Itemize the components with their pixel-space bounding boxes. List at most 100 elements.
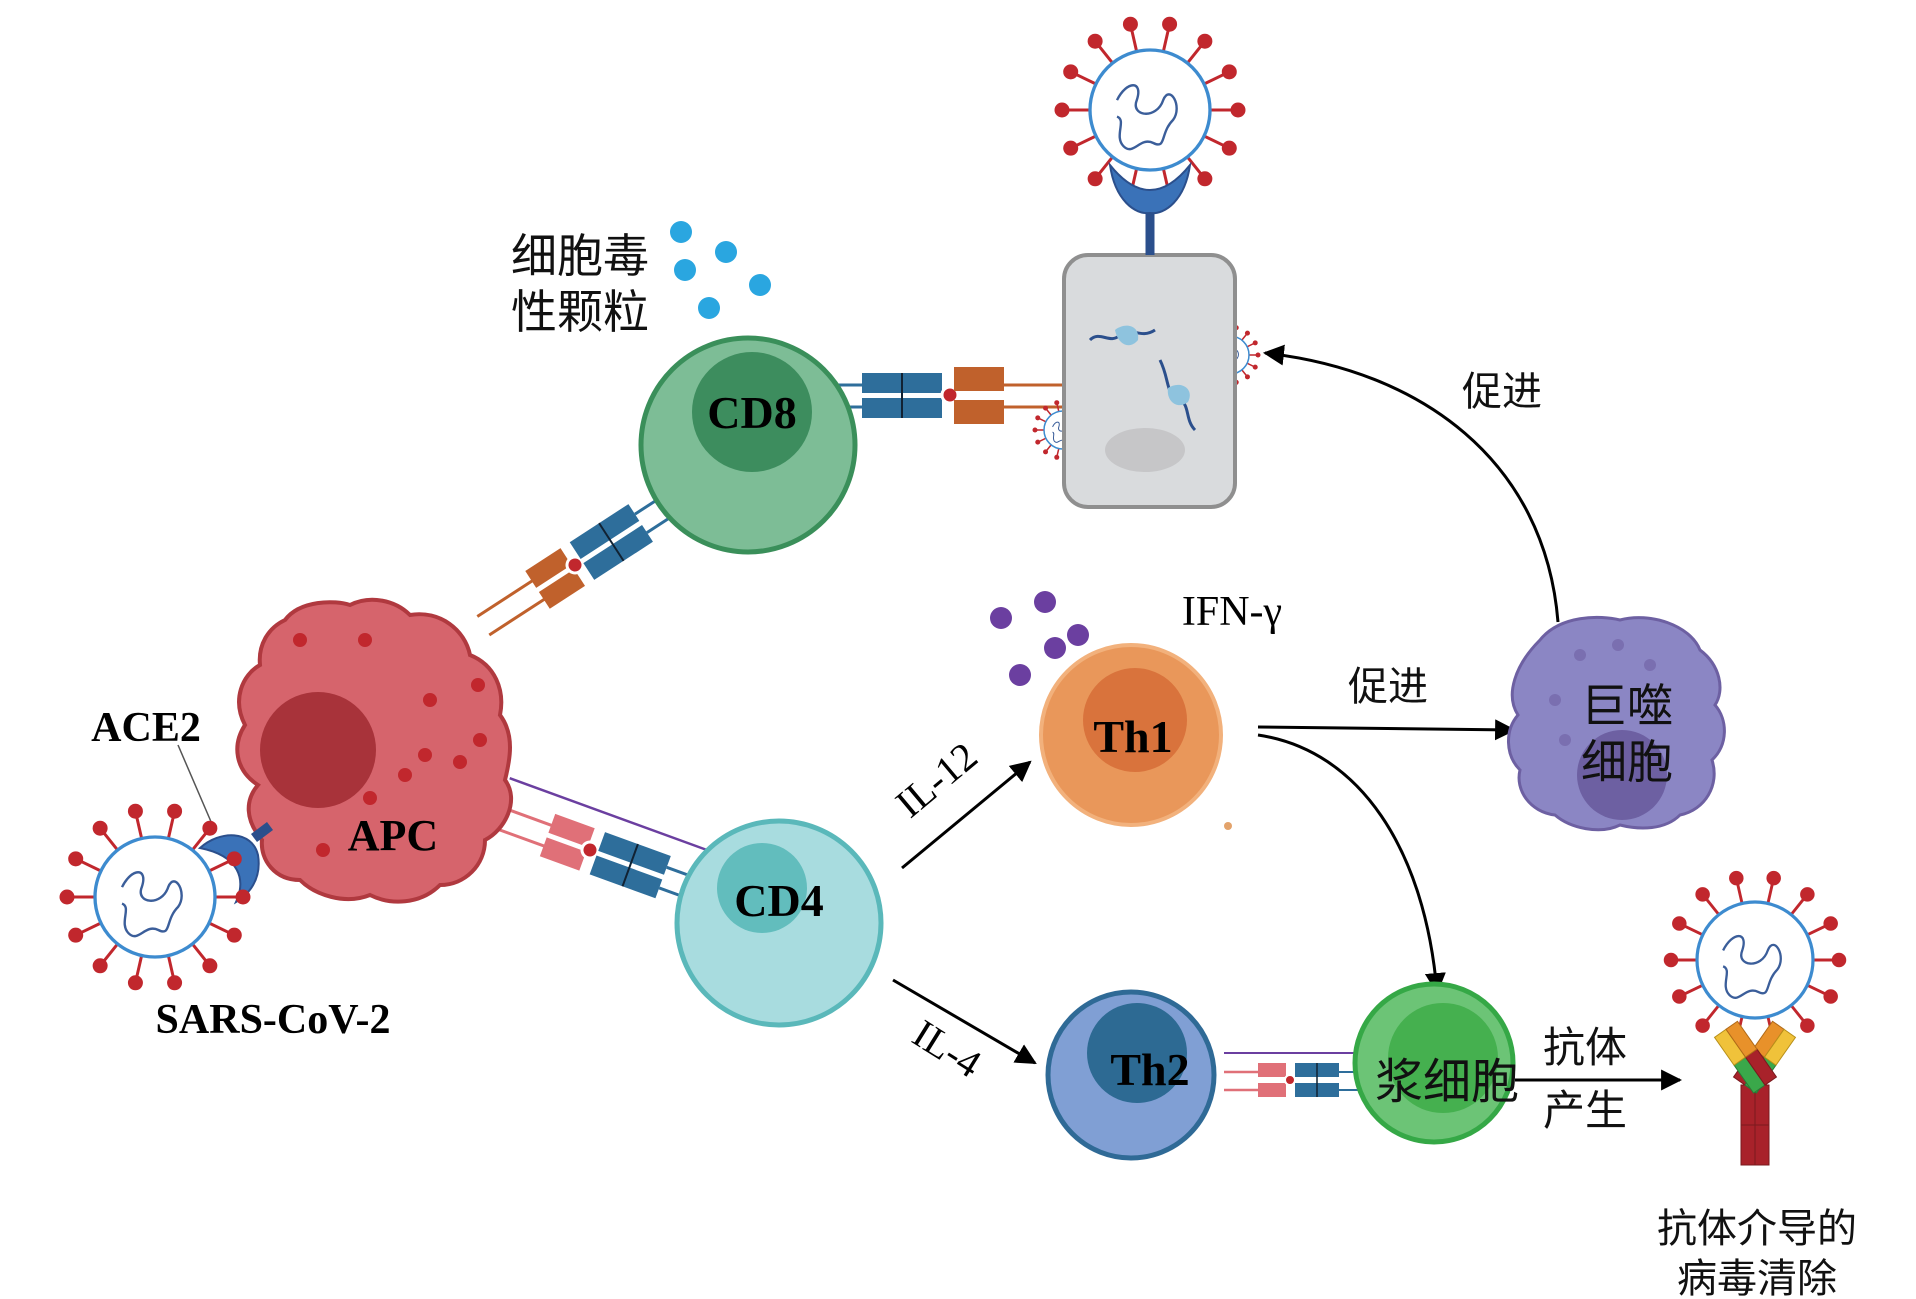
- ifn-gamma-label: IFN-γ: [1182, 589, 1282, 635]
- th2-nucleus: [1087, 1003, 1187, 1103]
- virus-spike-head: [1162, 16, 1178, 32]
- virus-envelope: [93, 835, 217, 959]
- virus-spike-head: [1823, 989, 1838, 1004]
- virus-spike-head: [226, 851, 242, 867]
- promote-label-top: 促进: [1462, 369, 1542, 415]
- virus-antibody-bound: [1663, 870, 1847, 1050]
- apc-cell[interactable]: APC: [235, 597, 513, 904]
- cd8-label: CD8: [707, 387, 796, 438]
- ace2-receptor: ACE2: [91, 705, 273, 905]
- promote-label-mid: 促进: [1348, 664, 1428, 710]
- virus-spike-head: [1087, 171, 1103, 187]
- cd4-nucleus: [717, 843, 807, 933]
- virus-spike-head: [1087, 33, 1103, 49]
- virus-spike-head: [1252, 340, 1258, 346]
- cytotoxic-label-line2: 性颗粒: [511, 285, 649, 339]
- virus-spike-head: [1197, 33, 1213, 49]
- virus-spike-head: [1800, 1018, 1815, 1033]
- infected-cell[interactable]: [1062, 161, 1237, 509]
- virus-sars-cov-2[interactable]: [59, 803, 251, 991]
- virus-spike-head: [1800, 887, 1815, 902]
- virus-envelope: [1088, 48, 1212, 172]
- virus-spike-head: [1043, 405, 1049, 411]
- macrophage-cell[interactable]: 巨噬 细胞: [1507, 615, 1726, 832]
- virus-top-bound: [1054, 16, 1246, 204]
- virus-spike-head: [92, 820, 108, 836]
- virus-spike-head: [1122, 16, 1138, 32]
- antibody-icon: [1713, 1020, 1797, 1166]
- cd8-cell[interactable]: CD8: [638, 335, 858, 555]
- infected-cell-nucleus: [1105, 428, 1185, 472]
- virus-spike-head: [1663, 952, 1679, 968]
- th1-cell[interactable]: Th1: [1039, 643, 1232, 830]
- virus-spike-head: [1054, 102, 1070, 118]
- apc-cd8-receptor-complex: [476, 495, 675, 637]
- virus-spike-head: [59, 889, 75, 905]
- virus-spike-head: [1695, 1018, 1710, 1033]
- ifn-gamma-particles: [990, 591, 1089, 686]
- virus-spike-head: [92, 958, 108, 974]
- virus-spike-head: [1032, 427, 1038, 433]
- virus-spike-head: [1221, 64, 1237, 80]
- virus-label: SARS-CoV-2: [156, 997, 391, 1043]
- virus-spike-head: [1672, 916, 1687, 931]
- virus-spike-head: [1831, 952, 1847, 968]
- arrow-cd4-to-th1: [901, 760, 1032, 870]
- th2-cell[interactable]: Th2: [1045, 989, 1217, 1161]
- plasma-cell-label: 浆细胞: [1375, 1054, 1519, 1110]
- virus-spike-head: [202, 820, 218, 836]
- virus-spike-head: [1695, 887, 1710, 902]
- virus-spike-head: [1063, 140, 1079, 156]
- virus-spike-head: [1043, 449, 1049, 455]
- cytotoxic-label-line1: 细胞毒: [511, 229, 649, 283]
- clearance-label-line2: 病毒清除: [1677, 1256, 1837, 1299]
- virus-spike-head: [1054, 400, 1060, 406]
- macrophage-label-line2: 细胞: [1581, 735, 1673, 789]
- virus-spike-head: [1255, 352, 1261, 358]
- cd4-label: CD4: [734, 875, 823, 926]
- arrow-th1-to-plasma: [1257, 733, 1446, 995]
- virus-spike-head: [1230, 102, 1246, 118]
- virus-spike-head: [1252, 364, 1258, 370]
- virus-spike-head: [127, 803, 143, 819]
- virus-envelope: [1695, 900, 1815, 1020]
- virus-spike-head: [1244, 374, 1250, 380]
- virus-spike-head: [167, 975, 183, 991]
- virus-spike-head: [167, 803, 183, 819]
- virus-spike-head: [68, 851, 84, 867]
- th2-label: Th2: [1110, 1044, 1189, 1095]
- virus-spike-head: [202, 958, 218, 974]
- cd8-nucleus: [692, 352, 812, 472]
- virus-spike-head: [1766, 870, 1781, 886]
- apc-nucleus: [260, 692, 376, 808]
- plasma-nucleus: [1388, 1003, 1498, 1113]
- virus-spike-head: [1672, 989, 1687, 1004]
- ace2-pointer-line: [177, 744, 213, 825]
- virus-spike-head: [127, 975, 143, 991]
- virus-rna: [120, 871, 183, 938]
- virus-spike-head: [1035, 415, 1041, 421]
- arrow-cd4-to-th2: [892, 978, 1037, 1065]
- antibody-production-label-line1: 抗体: [1543, 1023, 1627, 1072]
- virus-rna: [1115, 84, 1178, 151]
- virus-rna: [1722, 934, 1782, 999]
- apc-label: APC: [348, 811, 438, 860]
- arrow-th1-to-macrophage: [1257, 719, 1517, 741]
- virus-spike-head: [235, 889, 251, 905]
- virus-spike-head: [226, 927, 242, 943]
- virus-spike-head: [1823, 916, 1838, 931]
- cytotoxic-granules: [670, 221, 771, 319]
- th2-plasma-receptor-complex: [1224, 1052, 1370, 1097]
- macrophage-label-line1: 巨噬: [1581, 679, 1673, 733]
- cd4-cell[interactable]: CD4: [674, 818, 884, 1028]
- il4-label: IL-4: [905, 1011, 989, 1087]
- cd8-infected-receptor-complex: [835, 367, 1063, 424]
- th1-label: Th1: [1093, 711, 1172, 762]
- apc-cd4-receptor-complex: [491, 777, 713, 901]
- ace2-label: ACE2: [91, 705, 201, 751]
- virus-spike-head: [68, 927, 84, 943]
- th1-nucleus: [1083, 668, 1187, 772]
- plasma-cell[interactable]: 浆细胞: [1352, 981, 1519, 1145]
- virus-spike-head: [1054, 454, 1060, 460]
